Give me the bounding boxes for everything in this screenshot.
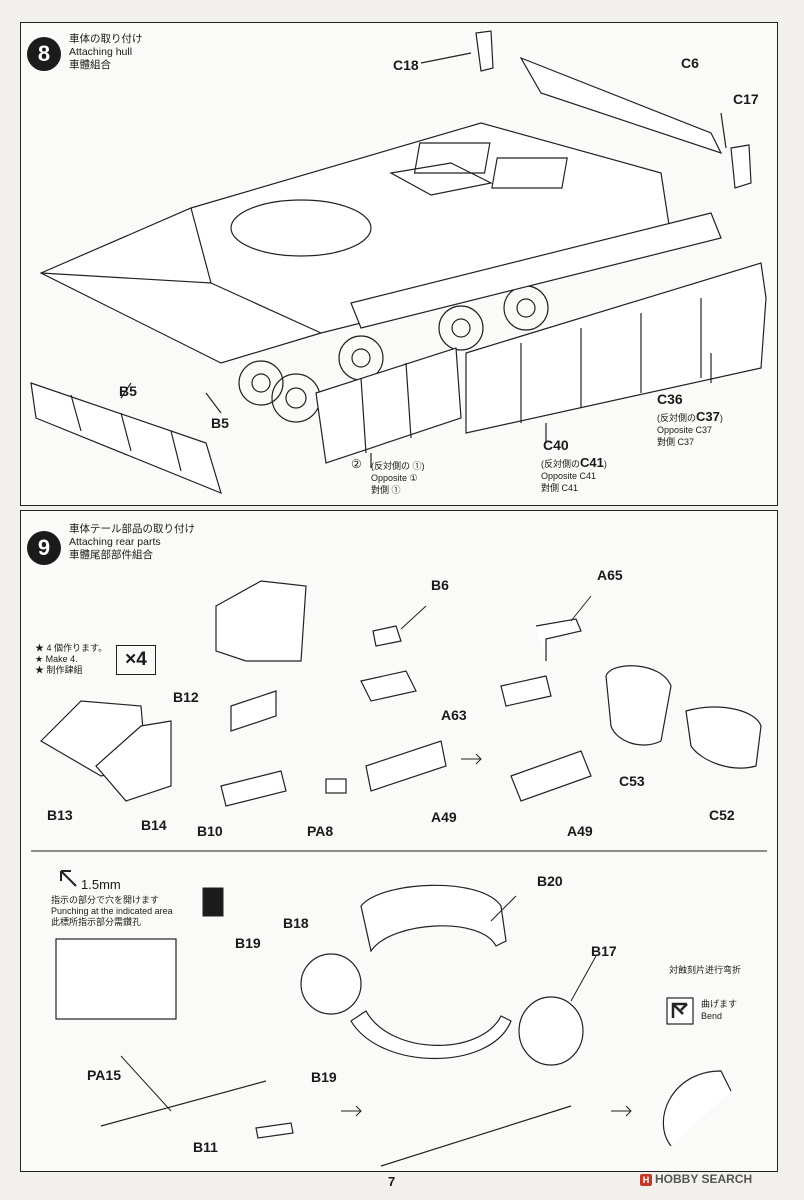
- make-4-badge: ×4: [116, 645, 156, 675]
- part-label-b5-right: B5: [211, 415, 229, 431]
- c37-note-jp: (反対側の: [657, 413, 696, 423]
- part-label-c53: C53: [619, 773, 645, 789]
- part-label-a63: A63: [441, 707, 467, 723]
- part-label-b17: B17: [591, 943, 617, 959]
- part-label-b18: B18: [283, 915, 309, 931]
- step-9-panel: 9 車体テール部品の取り付け Attaching rear parts 車體尾部…: [20, 510, 778, 1172]
- punch-note-cn: 此標所指示部分需鑽孔: [51, 917, 142, 927]
- part-label-2: ②: [351, 457, 362, 471]
- punch-note-en: Punching at the indicated area: [51, 906, 173, 916]
- part-label-b11: B11: [193, 1139, 218, 1155]
- step-8-header: 車体の取り付け Attaching hull 車體組合: [69, 33, 143, 72]
- part-2-note-cn: 對側 ①: [371, 485, 401, 495]
- part-2-note-jp: (反対側の ①): [371, 461, 425, 471]
- part-label-b6: B6: [431, 577, 449, 593]
- punch-size: 1.5mm: [81, 877, 121, 892]
- part-label-b19-drum: B19: [311, 1069, 337, 1085]
- part-label-b12: B12: [173, 689, 199, 705]
- c41-note-cn: 對側 C41: [541, 483, 579, 493]
- hobby-search-logo-icon: H: [640, 1174, 652, 1186]
- bend-note-jp: 曲げます: [701, 999, 738, 1009]
- watermark-text: HOBBY SEARCH: [655, 1172, 753, 1186]
- make4-cn: ★ 制作肆組: [35, 665, 83, 675]
- part-label-c6: C6: [681, 55, 699, 71]
- step-9-title-jp: 車体テール部品の取り付け: [69, 523, 195, 535]
- rear-parts-drawing: [31, 580, 767, 1167]
- hull-assembly-drawing: [30, 30, 767, 495]
- c37-note-en: Opposite C37: [657, 425, 713, 435]
- bend-note-cn: 対蝕刻片进行弯折: [669, 965, 742, 975]
- c41-note-jp: (反対側の: [541, 459, 580, 469]
- part-label-c40: C40: [543, 437, 569, 453]
- part-label-c17: C17: [733, 91, 759, 107]
- part-label-a65: A65: [597, 567, 623, 583]
- part-label-pa15: PA15: [87, 1067, 121, 1083]
- make4-jp: ★ 4 個作ります。: [35, 643, 108, 653]
- step-8-panel: 8 車体の取り付け Attaching hull 車體組合: [20, 22, 778, 506]
- page-number: 7: [388, 1174, 396, 1189]
- bend-note-en: Bend: [701, 1011, 723, 1021]
- part-label-pa8: PA8: [307, 823, 334, 839]
- c37-note-cn: 對側 C37: [657, 437, 695, 447]
- part-label-b14: B14: [141, 817, 167, 833]
- c37-note-close: ): [719, 413, 723, 423]
- step-8-title-jp: 車体の取り付け: [69, 33, 143, 45]
- step-9-title-cn: 車體尾部部件組合: [69, 549, 153, 561]
- step-9-title-en: Attaching rear parts: [69, 536, 161, 548]
- part-label-b10: B10: [197, 823, 223, 839]
- c41-note-close: ): [603, 459, 607, 469]
- part-2-note-en: Opposite ①: [371, 473, 418, 483]
- part-label-b13: B13: [47, 807, 73, 823]
- punch-note-jp: 指示の部分で穴を開けます: [51, 895, 160, 905]
- c37-note-part: C37: [696, 409, 720, 424]
- step-8-title-cn: 車體組合: [69, 59, 111, 71]
- part-label-b5-left: B5: [119, 383, 137, 399]
- part-label-a49-right: A49: [567, 823, 593, 839]
- make4-en: ★ Make 4.: [35, 654, 78, 664]
- part-label-c36: C36: [657, 391, 683, 407]
- c41-note: (反対側のC41): [541, 455, 607, 470]
- step-8-title-en: Attaching hull: [69, 46, 133, 58]
- step-9-header: 車体テール部品の取り付け Attaching rear parts 車體尾部部件…: [69, 523, 195, 562]
- c37-note: (反対側のC37): [657, 409, 723, 424]
- part-label-b19-plate: B19: [235, 935, 261, 951]
- c41-note-part: C41: [580, 455, 604, 470]
- part-label-a49-left: A49: [431, 809, 457, 825]
- step-number-8: 8: [27, 37, 61, 71]
- step-number-9: 9: [27, 531, 61, 565]
- c41-note-en: Opposite C41: [541, 471, 597, 481]
- part-label-b20: B20: [537, 873, 563, 889]
- part-label-c52: C52: [709, 807, 735, 823]
- part-label-c18: C18: [393, 57, 419, 73]
